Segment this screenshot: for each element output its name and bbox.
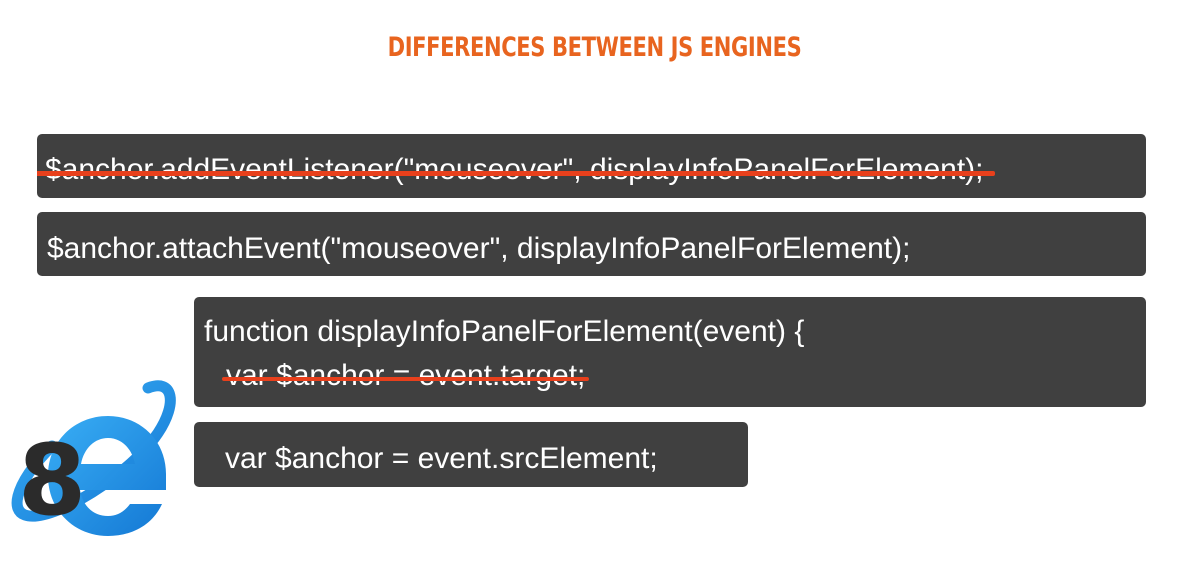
code-text: $anchor.addEventListener("mouseover", di… xyxy=(45,153,984,186)
internet-explorer-icon xyxy=(11,380,176,536)
code-block-addeventlistener: $anchor.addEventListener("mouseover", di… xyxy=(37,134,1146,198)
code-text: var $anchor = event.target; xyxy=(226,359,586,392)
ie-version-number: 8 xyxy=(18,424,87,538)
strikethrough-line xyxy=(222,377,590,381)
strikethrough-line xyxy=(37,171,996,176)
code-block-function: function displayInfoPanelForElement(even… xyxy=(194,297,1146,407)
slide-title: DIFFERENCES BETWEEN JS ENGINES xyxy=(387,32,802,63)
code-block-attachevent: $anchor.attachEvent("mouseover", display… xyxy=(37,212,1146,276)
code-text: $anchor.attachEvent("mouseover", display… xyxy=(47,232,911,265)
code-line-struck: var $anchor = event.target; xyxy=(222,359,590,392)
code-block-srcelement: var $anchor = event.srcElement; xyxy=(194,422,748,487)
code-text: var $anchor = event.srcElement; xyxy=(225,442,658,475)
code-text: function displayInfoPanelForElement(even… xyxy=(204,315,805,348)
code-line-struck: $anchor.addEventListener("mouseover", di… xyxy=(37,153,996,186)
